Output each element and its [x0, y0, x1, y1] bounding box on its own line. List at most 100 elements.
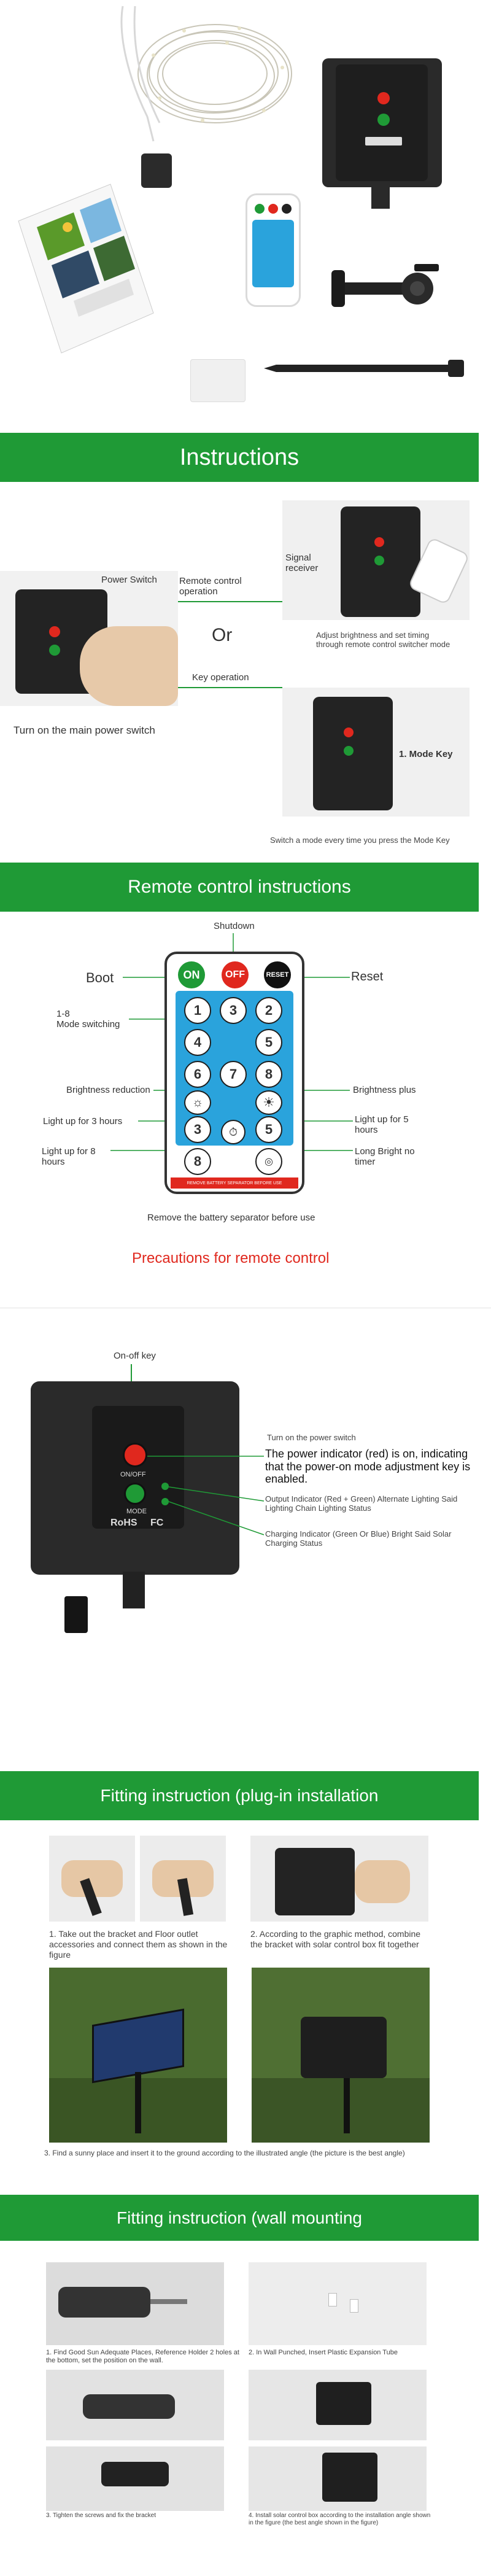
- plugin-section: Fitting instruction (plug-in installatio…: [0, 1768, 491, 2192]
- long-bright-label: Long Bright no timer: [355, 1146, 415, 1168]
- fc-mark: FC: [150, 1518, 164, 1528]
- num-button-7[interactable]: 7: [220, 1061, 247, 1088]
- wall-step4a-photo: [249, 2370, 427, 2440]
- light-3-label: Light up for 3 hours: [43, 1116, 123, 1127]
- control-box-stem: [371, 184, 390, 209]
- on-button[interactable]: ON: [178, 961, 205, 988]
- num-button-6[interactable]: 6: [184, 1061, 211, 1088]
- power-switch-label: Power Switch: [101, 575, 157, 585]
- charging-indicator-led: [161, 1498, 169, 1505]
- controller-stem: [123, 1572, 145, 1608]
- controller-section: On-off key ON/OFF MODE RoHS FC Turn on t…: [0, 1351, 491, 1768]
- remote-control-diagram: ON OFF RESET 1 2 3 4 5 6 7 8 ☼ ☀ 3 5 8 ◎…: [164, 952, 304, 1194]
- plugin-step1-photo-b: [140, 1836, 226, 1922]
- mode-key-photo: [282, 688, 470, 817]
- output-indicator-led: [161, 1483, 169, 1490]
- num-4: 4: [193, 1034, 202, 1050]
- num-button-8[interactable]: 8: [255, 1061, 282, 1088]
- timer-3: 3: [193, 1122, 202, 1137]
- wall-step2-caption: 2. In Wall Punched, Insert Plastic Expan…: [249, 2349, 398, 2356]
- controller-cable-connector: [64, 1596, 88, 1633]
- instructions-title: Instructions: [179, 444, 300, 470]
- manual-booklet-image: [18, 184, 154, 354]
- remote-operation-photo: [282, 500, 470, 620]
- plugin-step2-photo: [250, 1836, 428, 1922]
- brightness-reduction-label: Brightness reduction: [66, 1085, 150, 1095]
- controller-leader-lines: [147, 1456, 265, 1535]
- separator-strip-text: REMOVE BATTERY SEPARATOR BEFORE USE: [187, 1181, 282, 1185]
- hand-power-switch-photo: [0, 571, 178, 706]
- solar-control-box-image: [322, 58, 442, 187]
- wall-step1-photo: [46, 2262, 224, 2345]
- num-button-3[interactable]: 3: [220, 997, 247, 1024]
- turn-on-label: Turn on the main power switch: [14, 724, 155, 736]
- timer-8: 8: [193, 1154, 202, 1169]
- plugin-banner: Fitting instruction (plug-in installatio…: [0, 1771, 479, 1820]
- reset-button-label: RESET: [266, 971, 289, 979]
- num-8: 8: [265, 1066, 273, 1082]
- mode-text: MODE: [126, 1508, 147, 1515]
- num-button-5[interactable]: 5: [255, 1029, 282, 1056]
- key-operation-label: Key operation: [192, 672, 249, 683]
- charging-indicator-label: Charging Indicator (Green Or Blue) Brigh…: [265, 1529, 452, 1548]
- num-button-2[interactable]: 2: [255, 997, 282, 1024]
- num-button-4[interactable]: 4: [184, 1029, 211, 1056]
- wall-step4b-photo: [249, 2446, 427, 2511]
- num-5: 5: [265, 1034, 273, 1050]
- plugin-step3-caption: 3. Find a sunny place and insert it to t…: [44, 2149, 405, 2157]
- clock-icon: ⏱: [221, 1120, 246, 1144]
- mode-key-label: 1. Mode Key: [399, 749, 453, 759]
- brightness-plus-button[interactable]: ☀: [255, 1090, 282, 1115]
- light-8-label: Light up for 8 hours: [42, 1146, 96, 1168]
- precautions-label: Precautions for remote control: [132, 1250, 330, 1267]
- onoff-key-label: On-off key: [114, 1351, 156, 1361]
- shutdown-label: Shutdown: [214, 921, 255, 931]
- boot-label: Boot: [86, 970, 114, 985]
- turn-on-power-label: Turn on the power switch: [267, 1433, 356, 1442]
- reset-button[interactable]: RESET: [264, 961, 291, 988]
- num-button-1[interactable]: 1: [184, 997, 211, 1024]
- connector-plug: [141, 153, 172, 188]
- separator-strip: REMOVE BATTERY SEPARATOR BEFORE USE: [171, 1177, 298, 1189]
- num-3: 3: [229, 1003, 238, 1018]
- on-button-label: ON: [183, 968, 200, 981]
- num-7: 7: [229, 1066, 238, 1082]
- plugin-step1-caption: 1. Take out the bracket and Floor outlet…: [49, 1929, 228, 1960]
- num-1: 1: [193, 1003, 202, 1018]
- reset-label: Reset: [351, 970, 384, 983]
- wall-step3b-photo: [46, 2446, 224, 2511]
- or-label: Or: [212, 625, 233, 645]
- adjust-brightness-label: Adjust brightness and set timing through…: [316, 630, 450, 649]
- rohs-mark: RoHS: [110, 1518, 137, 1528]
- signal-receiver-label: Signal receiver: [285, 553, 319, 574]
- mode-button-green[interactable]: [124, 1483, 146, 1505]
- remote-control-operation-label: Remote control operation: [179, 576, 242, 597]
- timer-5-button[interactable]: 5: [255, 1116, 282, 1143]
- ground-spike-image: [264, 360, 464, 377]
- remote-section: Remote control instructions Shutdown Boo…: [0, 859, 491, 1351]
- brightness-plus-label: Brightness plus: [353, 1085, 416, 1095]
- brightness-minus-button[interactable]: ☼: [184, 1090, 211, 1115]
- timer-3-button[interactable]: 3: [184, 1116, 211, 1143]
- onoff-text: ON/OFF: [120, 1471, 146, 1478]
- timer-8-button[interactable]: 8: [184, 1148, 211, 1175]
- off-button[interactable]: OFF: [222, 961, 249, 988]
- mounting-bracket-image: [331, 264, 439, 307]
- controller-box-diagram: ON/OFF MODE RoHS FC: [31, 1381, 239, 1575]
- power-indicator-label: The power indicator (red) is on, indicat…: [265, 1448, 471, 1486]
- remote-banner: Remote control instructions: [0, 863, 479, 912]
- num-2: 2: [265, 1003, 273, 1018]
- wall-section: Fitting instruction (wall mounting 1. Fi…: [0, 2192, 491, 2526]
- instructions-section: Instructions Power Switch Turn on the ma…: [0, 424, 491, 859]
- output-indicator-label: Output Indicator (Red + Green) Alternate…: [265, 1494, 458, 1513]
- remote-control-image: [246, 193, 301, 307]
- light-5-label: Light up for 5 hours: [355, 1114, 409, 1136]
- wall-step1-caption: 1. Find Good Sun Adequate Places, Refere…: [46, 2349, 239, 2365]
- long-bright-button[interactable]: ◎: [255, 1148, 282, 1175]
- num-6: 6: [193, 1066, 202, 1082]
- plugin-step3-photo-a: [49, 1968, 227, 2143]
- power-indicator-red[interactable]: [123, 1443, 147, 1467]
- wall-banner: Fitting instruction (wall mounting: [0, 2195, 479, 2241]
- plugin-step3-photo-b: [252, 1968, 430, 2143]
- switch-mode-label: Switch a mode every time you press the M…: [270, 836, 450, 845]
